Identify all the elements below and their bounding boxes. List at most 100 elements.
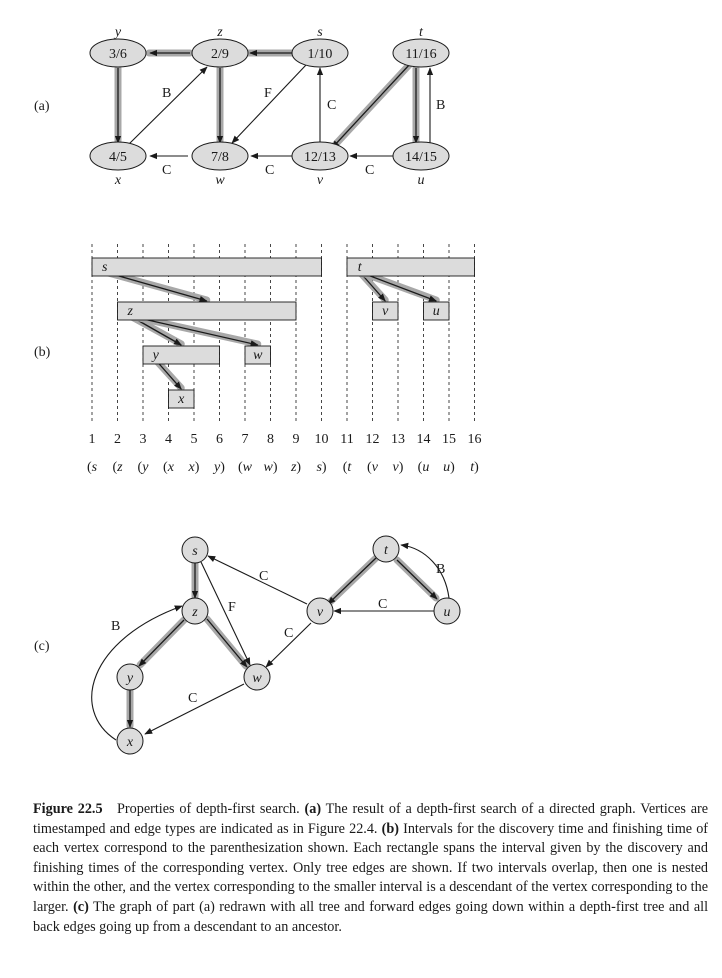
back-edge-x-z [91, 605, 183, 741]
vertex-label: u [418, 173, 425, 188]
edge-label-b: B [111, 619, 120, 634]
forward-edge-s-w [231, 64, 307, 144]
interval-rect-t [346, 257, 475, 277]
figure-canvas: (a) B [34, 25, 482, 755]
timestamp: 2/9 [211, 47, 229, 62]
paren-token: u) [443, 460, 455, 475]
part-a-tree-arrows [114, 49, 420, 149]
timestamp: 14/15 [405, 150, 437, 165]
node-y: y 3/6 [89, 25, 147, 68]
vertex-label: w [252, 671, 262, 686]
edge-label-f: F [228, 600, 236, 615]
interval-tree-edges [101, 268, 440, 392]
caption-intro: Properties of depth-first search. [117, 801, 300, 817]
caption-b-text: Intervals for the discovery time and fin… [33, 820, 709, 915]
node-v: 12/13 v [291, 141, 349, 188]
paren-token: (x [163, 460, 175, 475]
vertex-label: y [113, 25, 122, 40]
cross-edge-v-s [207, 555, 308, 605]
vertex-label: t [419, 25, 424, 40]
paren-token: v) [393, 460, 404, 475]
part-a-nodes: y 3/6 z 2/9 s 1/10 t 11/16 4/5 [89, 25, 450, 188]
edge-label-c: C [284, 626, 293, 641]
paren-token: s) [316, 460, 326, 475]
edge-label-c: C [327, 98, 336, 113]
edge-label-c: C [188, 691, 197, 706]
timeline-tick-label: 8 [267, 432, 274, 447]
timeline-tick-label: 4 [165, 432, 172, 447]
paren-token: y) [212, 460, 225, 475]
timeline-tick-label: 12 [366, 432, 380, 447]
node-w: 7/8 w [191, 141, 249, 188]
node-s: s 1/10 [291, 25, 349, 68]
vertex-label: y [125, 671, 134, 686]
timeline-tick-label: 14 [417, 432, 431, 447]
forward-edge-s-w [200, 561, 251, 666]
vertex-label: s [317, 25, 323, 40]
interval-label-v: v [382, 304, 389, 319]
interval-label-w: w [253, 348, 263, 363]
vertex-label: x [126, 735, 134, 750]
paren-token: t) [470, 460, 479, 475]
timeline-tick-label: 7 [242, 432, 249, 447]
node-u: u [433, 597, 461, 625]
interval-rect-x [168, 389, 195, 409]
part-a-edge-labels: B F C B C C C [162, 86, 445, 178]
timestamp: 3/6 [109, 47, 127, 62]
vertex-label: t [384, 543, 389, 558]
timeline-tick-label: 15 [442, 432, 456, 447]
timestamp: 4/5 [109, 150, 127, 165]
paren-token: (s [87, 460, 98, 475]
part-a-label: (a) [34, 99, 50, 114]
interval-rect-u [423, 301, 450, 321]
interval-label-z: z [127, 304, 134, 319]
part-c-label: (c) [34, 639, 50, 654]
timestamp: 12/13 [304, 150, 336, 165]
edge-label-f: F [264, 86, 272, 101]
interval-tree-arrow [130, 315, 259, 347]
node-z: z 2/9 [191, 25, 249, 68]
vertex-label: z [191, 605, 198, 620]
timeline-tick-label: 3 [140, 432, 147, 447]
timestamp: 7/8 [211, 150, 229, 165]
part-c-tree-arrows [126, 557, 438, 728]
timeline-tick-label: 2 [114, 432, 121, 447]
timestamp: 11/16 [405, 47, 436, 62]
part-c-other-edges [91, 542, 450, 741]
edge-label-c: C [378, 597, 387, 612]
vertex-label: v [317, 605, 324, 620]
node-x: x [116, 727, 144, 755]
timeline-tick-label: 16 [468, 432, 482, 447]
timeline-tick-label: 13 [391, 432, 405, 447]
timeline-tick-label: 10 [315, 432, 329, 447]
edge-label-c: C [162, 163, 171, 178]
part-c-edge-labels: B F C C C C B [111, 562, 445, 706]
node-w: w [243, 663, 271, 691]
interval-label-x: x [177, 392, 185, 407]
vertex-label: z [216, 25, 223, 40]
back-edge-x-z [127, 66, 208, 146]
node-v: v [306, 597, 334, 625]
node-t: t [372, 535, 400, 563]
cross-edge-w-x [144, 683, 245, 735]
edge-label-c: C [265, 163, 274, 178]
interval-label-t: t [358, 260, 363, 275]
caption-b-tag: (b) [381, 820, 399, 837]
paren-token: (y [138, 460, 150, 475]
timeline-tick-label: 6 [216, 432, 223, 447]
interval-rect-s [91, 257, 322, 277]
interval-tree-arrow [155, 359, 182, 390]
node-u: 14/15 u [392, 141, 450, 188]
part-c: (c) B F C [34, 535, 461, 755]
vertex-label: u [444, 605, 451, 620]
back-edge-u-t [400, 542, 450, 599]
paren-token: (v [367, 460, 379, 475]
vertex-label: v [317, 173, 324, 188]
timeline-tick-label: 5 [191, 432, 198, 447]
node-t: t 11/16 [392, 25, 450, 68]
caption-title: Figure 22.5 [33, 801, 103, 817]
edge-label-b: B [436, 562, 445, 577]
edge-label-b: B [162, 86, 171, 101]
